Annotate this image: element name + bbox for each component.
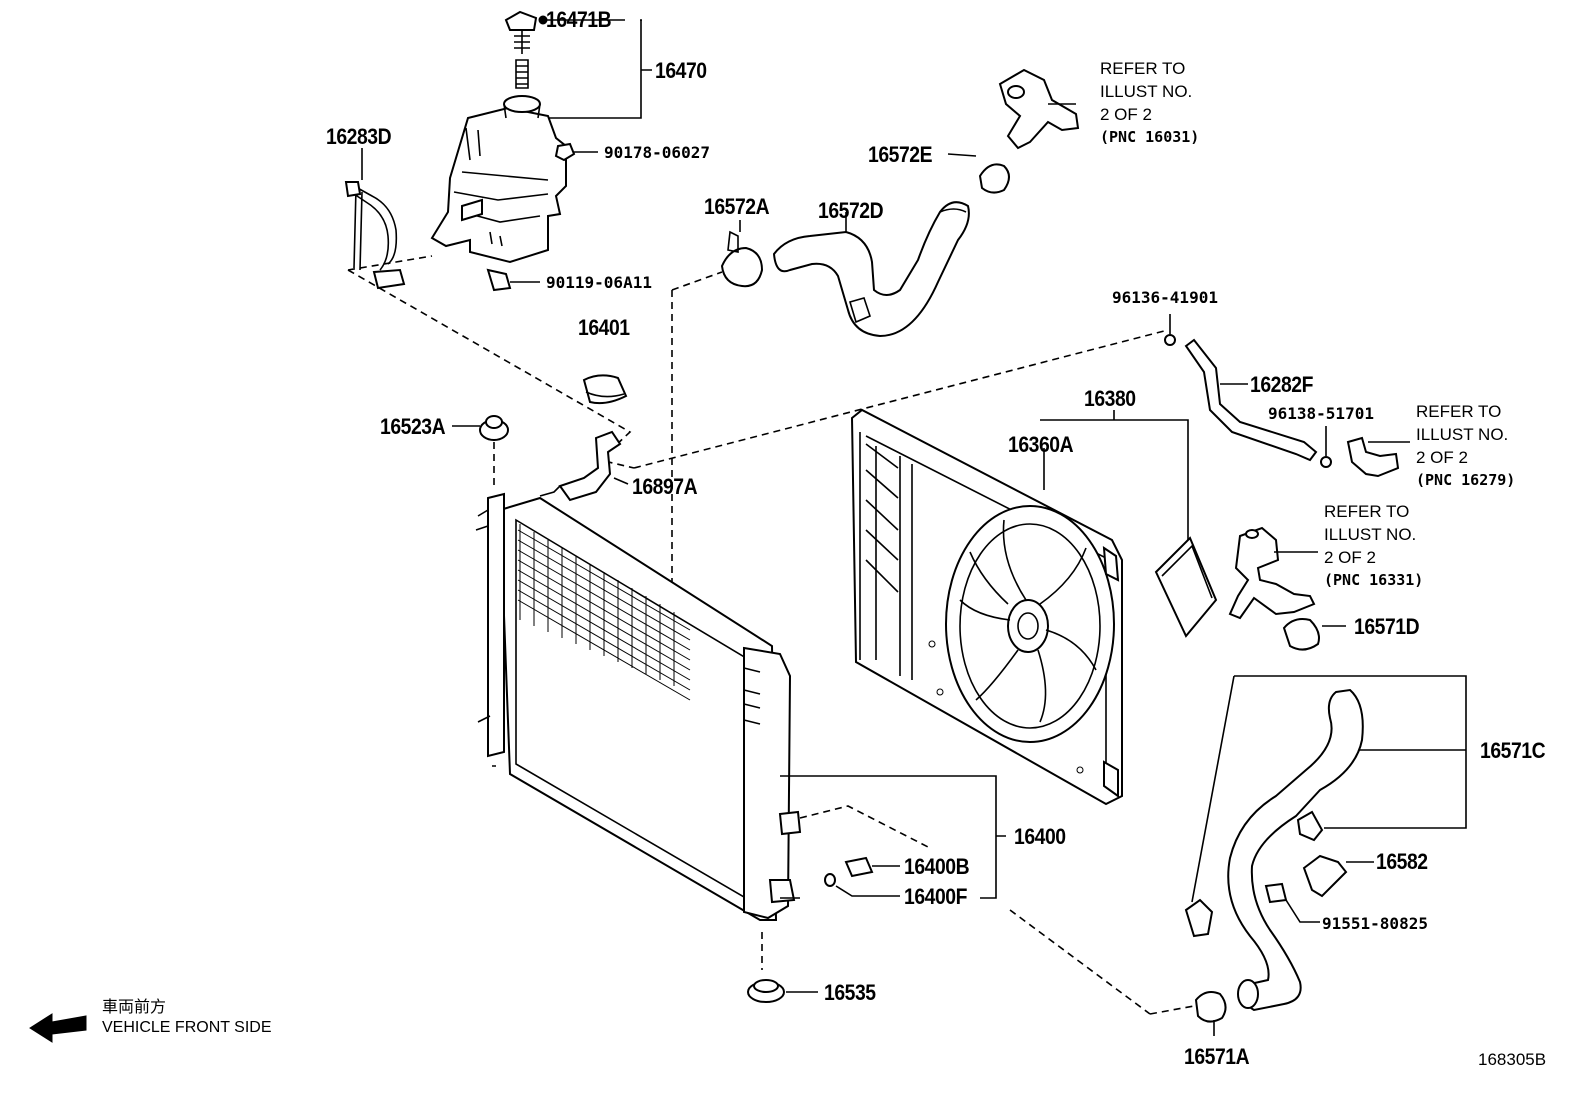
label-16535: 16535: [824, 980, 876, 1005]
label-16283D: 16283D: [326, 124, 392, 149]
reference-pnc: (PNC 16279): [1416, 471, 1516, 489]
label-16400B: 16400B: [904, 854, 970, 879]
label-96136-41901: 96136-41901: [1112, 288, 1218, 307]
label-16571A: 16571A: [1184, 1044, 1250, 1069]
label-16380: 16380: [1084, 386, 1136, 411]
reservoir-tank-drawing: [430, 10, 567, 264]
reference-line3: 2 OF 2: [1416, 448, 1468, 467]
vehicle-front-japanese: 車両前方: [102, 999, 167, 1016]
label-16282F: 16282F: [1250, 372, 1314, 397]
label-96138-51701: 96138-51701: [1268, 404, 1374, 423]
fan-shroud-drawing: [850, 408, 1123, 806]
radiator-drawing: [475, 492, 802, 921]
reference-line1: REFER TO: [1324, 502, 1410, 521]
label-16897A: 16897A: [632, 474, 698, 499]
label-16571C: 16571C: [1480, 738, 1546, 763]
label-16572D: 16572D: [818, 198, 884, 223]
label-16571D: 16571D: [1354, 614, 1420, 639]
reference-line3: 2 OF 2: [1100, 105, 1152, 124]
reference-pnc: (PNC 16031): [1100, 128, 1200, 146]
label-16471B: 16471B: [546, 7, 612, 32]
label-90178-06027: 90178-06027: [604, 143, 710, 162]
label-16401: 16401: [578, 315, 630, 340]
label-91551-80825: 91551-80825: [1322, 914, 1428, 933]
reference-pnc: (PNC 16331): [1324, 571, 1424, 589]
figure-id: 168305B: [1478, 1050, 1547, 1069]
label-16582: 16582: [1376, 849, 1428, 874]
reference-line2: ILLUST NO.: [1100, 82, 1193, 101]
label-16523A: 16523A: [380, 414, 446, 439]
reference-line3: 2 OF 2: [1324, 548, 1376, 567]
vehicle-front-arrow-icon: [29, 1013, 87, 1043]
reference-note-pnc-16279: REFER TO ILLUST NO. 2 OF 2 (PNC 16279): [1416, 400, 1515, 492]
reference-note-pnc-16031: REFER TO ILLUST NO. 2 OF 2 (PNC 16031): [1100, 57, 1199, 149]
label-16400F: 16400F: [904, 884, 968, 909]
label-16572A: 16572A: [704, 194, 770, 219]
reference-note-pnc-16331: REFER TO ILLUST NO. 2 OF 2 (PNC 16331): [1324, 500, 1423, 592]
label-16470: 16470: [655, 58, 707, 83]
vehicle-front-note: 車両前方 VEHICLE FRONT SIDE: [102, 998, 272, 1038]
reference-line2: ILLUST NO.: [1324, 525, 1417, 544]
label-16572E: 16572E: [868, 142, 933, 167]
reference-line1: REFER TO: [1100, 59, 1186, 78]
reference-line1: REFER TO: [1416, 402, 1502, 421]
vehicle-front-english: VEHICLE FRONT SIDE: [102, 1019, 272, 1036]
reference-line2: ILLUST NO.: [1416, 425, 1509, 444]
label-16400: 16400: [1014, 824, 1066, 849]
label-90119-06A11: 90119-06A11: [546, 273, 652, 292]
label-16360A: 16360A: [1008, 432, 1074, 457]
